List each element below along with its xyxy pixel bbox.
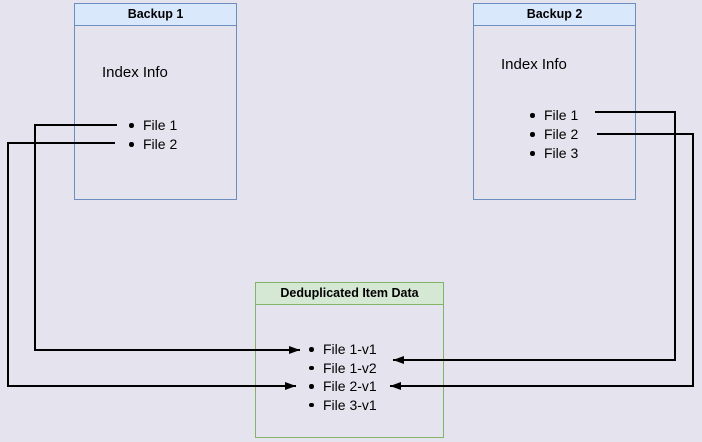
list-item: File 3 xyxy=(529,144,578,163)
list-item: File 2-v1 xyxy=(308,377,377,396)
backup1-index-info-label: Index Info xyxy=(102,64,168,81)
backup2-title: Backup 2 xyxy=(474,4,635,26)
backup2-box: Backup 2 Index Info File 1 File 2 File 3 xyxy=(473,3,636,200)
backup1-file-list: File 1 File 2 xyxy=(128,116,177,154)
dedup-title: Deduplicated Item Data xyxy=(256,283,443,305)
list-item: File 2 xyxy=(529,125,578,144)
list-item: File 1 xyxy=(128,116,177,135)
backup1-box: Backup 1 Index Info File 1 File 2 xyxy=(74,3,237,200)
list-item: File 1 xyxy=(529,106,578,125)
list-item: File 2 xyxy=(128,135,177,154)
backup2-index-info-label: Index Info xyxy=(501,56,567,73)
dedup-box: Deduplicated Item Data File 1-v1 File 1-… xyxy=(255,282,444,438)
backup2-file-list: File 1 File 2 File 3 xyxy=(529,106,578,163)
list-item: File 1-v2 xyxy=(308,359,377,378)
list-item: File 3-v1 xyxy=(308,396,377,415)
backup1-title: Backup 1 xyxy=(75,4,236,26)
dedup-file-list: File 1-v1 File 1-v2 File 2-v1 File 3-v1 xyxy=(308,340,377,414)
list-item: File 1-v1 xyxy=(308,340,377,359)
